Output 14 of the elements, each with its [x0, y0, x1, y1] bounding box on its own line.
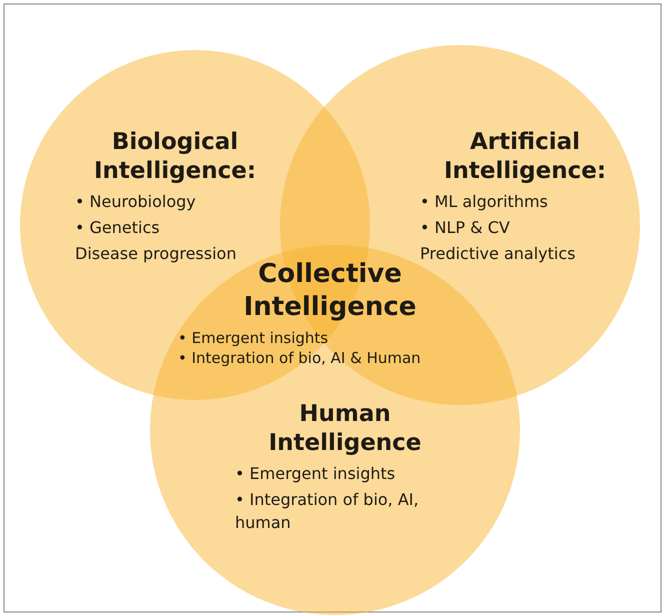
- list-item: • Neurobiology: [75, 191, 197, 213]
- list-item: • Emergent insights: [235, 463, 396, 485]
- list-item: • Integration of bio, AI & Human: [177, 348, 422, 368]
- region-heading: Artificial Intelligence:: [442, 128, 608, 186]
- list-item: • Genetics: [75, 217, 161, 239]
- list-item: • Emergent insights: [177, 328, 330, 348]
- list-item: • NLP & CV: [420, 217, 511, 239]
- region-heading: Human Intelligence: [268, 400, 422, 458]
- region-heading: Biological Intelligence:: [92, 128, 258, 186]
- region-heading: Collective Intelligence: [242, 258, 418, 324]
- list-item: Disease progression: [75, 243, 238, 265]
- list-item: • Integration of bio, AI, human: [235, 489, 420, 534]
- list-item: Predictive analytics: [420, 243, 576, 265]
- list-item: • ML algorithms: [420, 191, 549, 213]
